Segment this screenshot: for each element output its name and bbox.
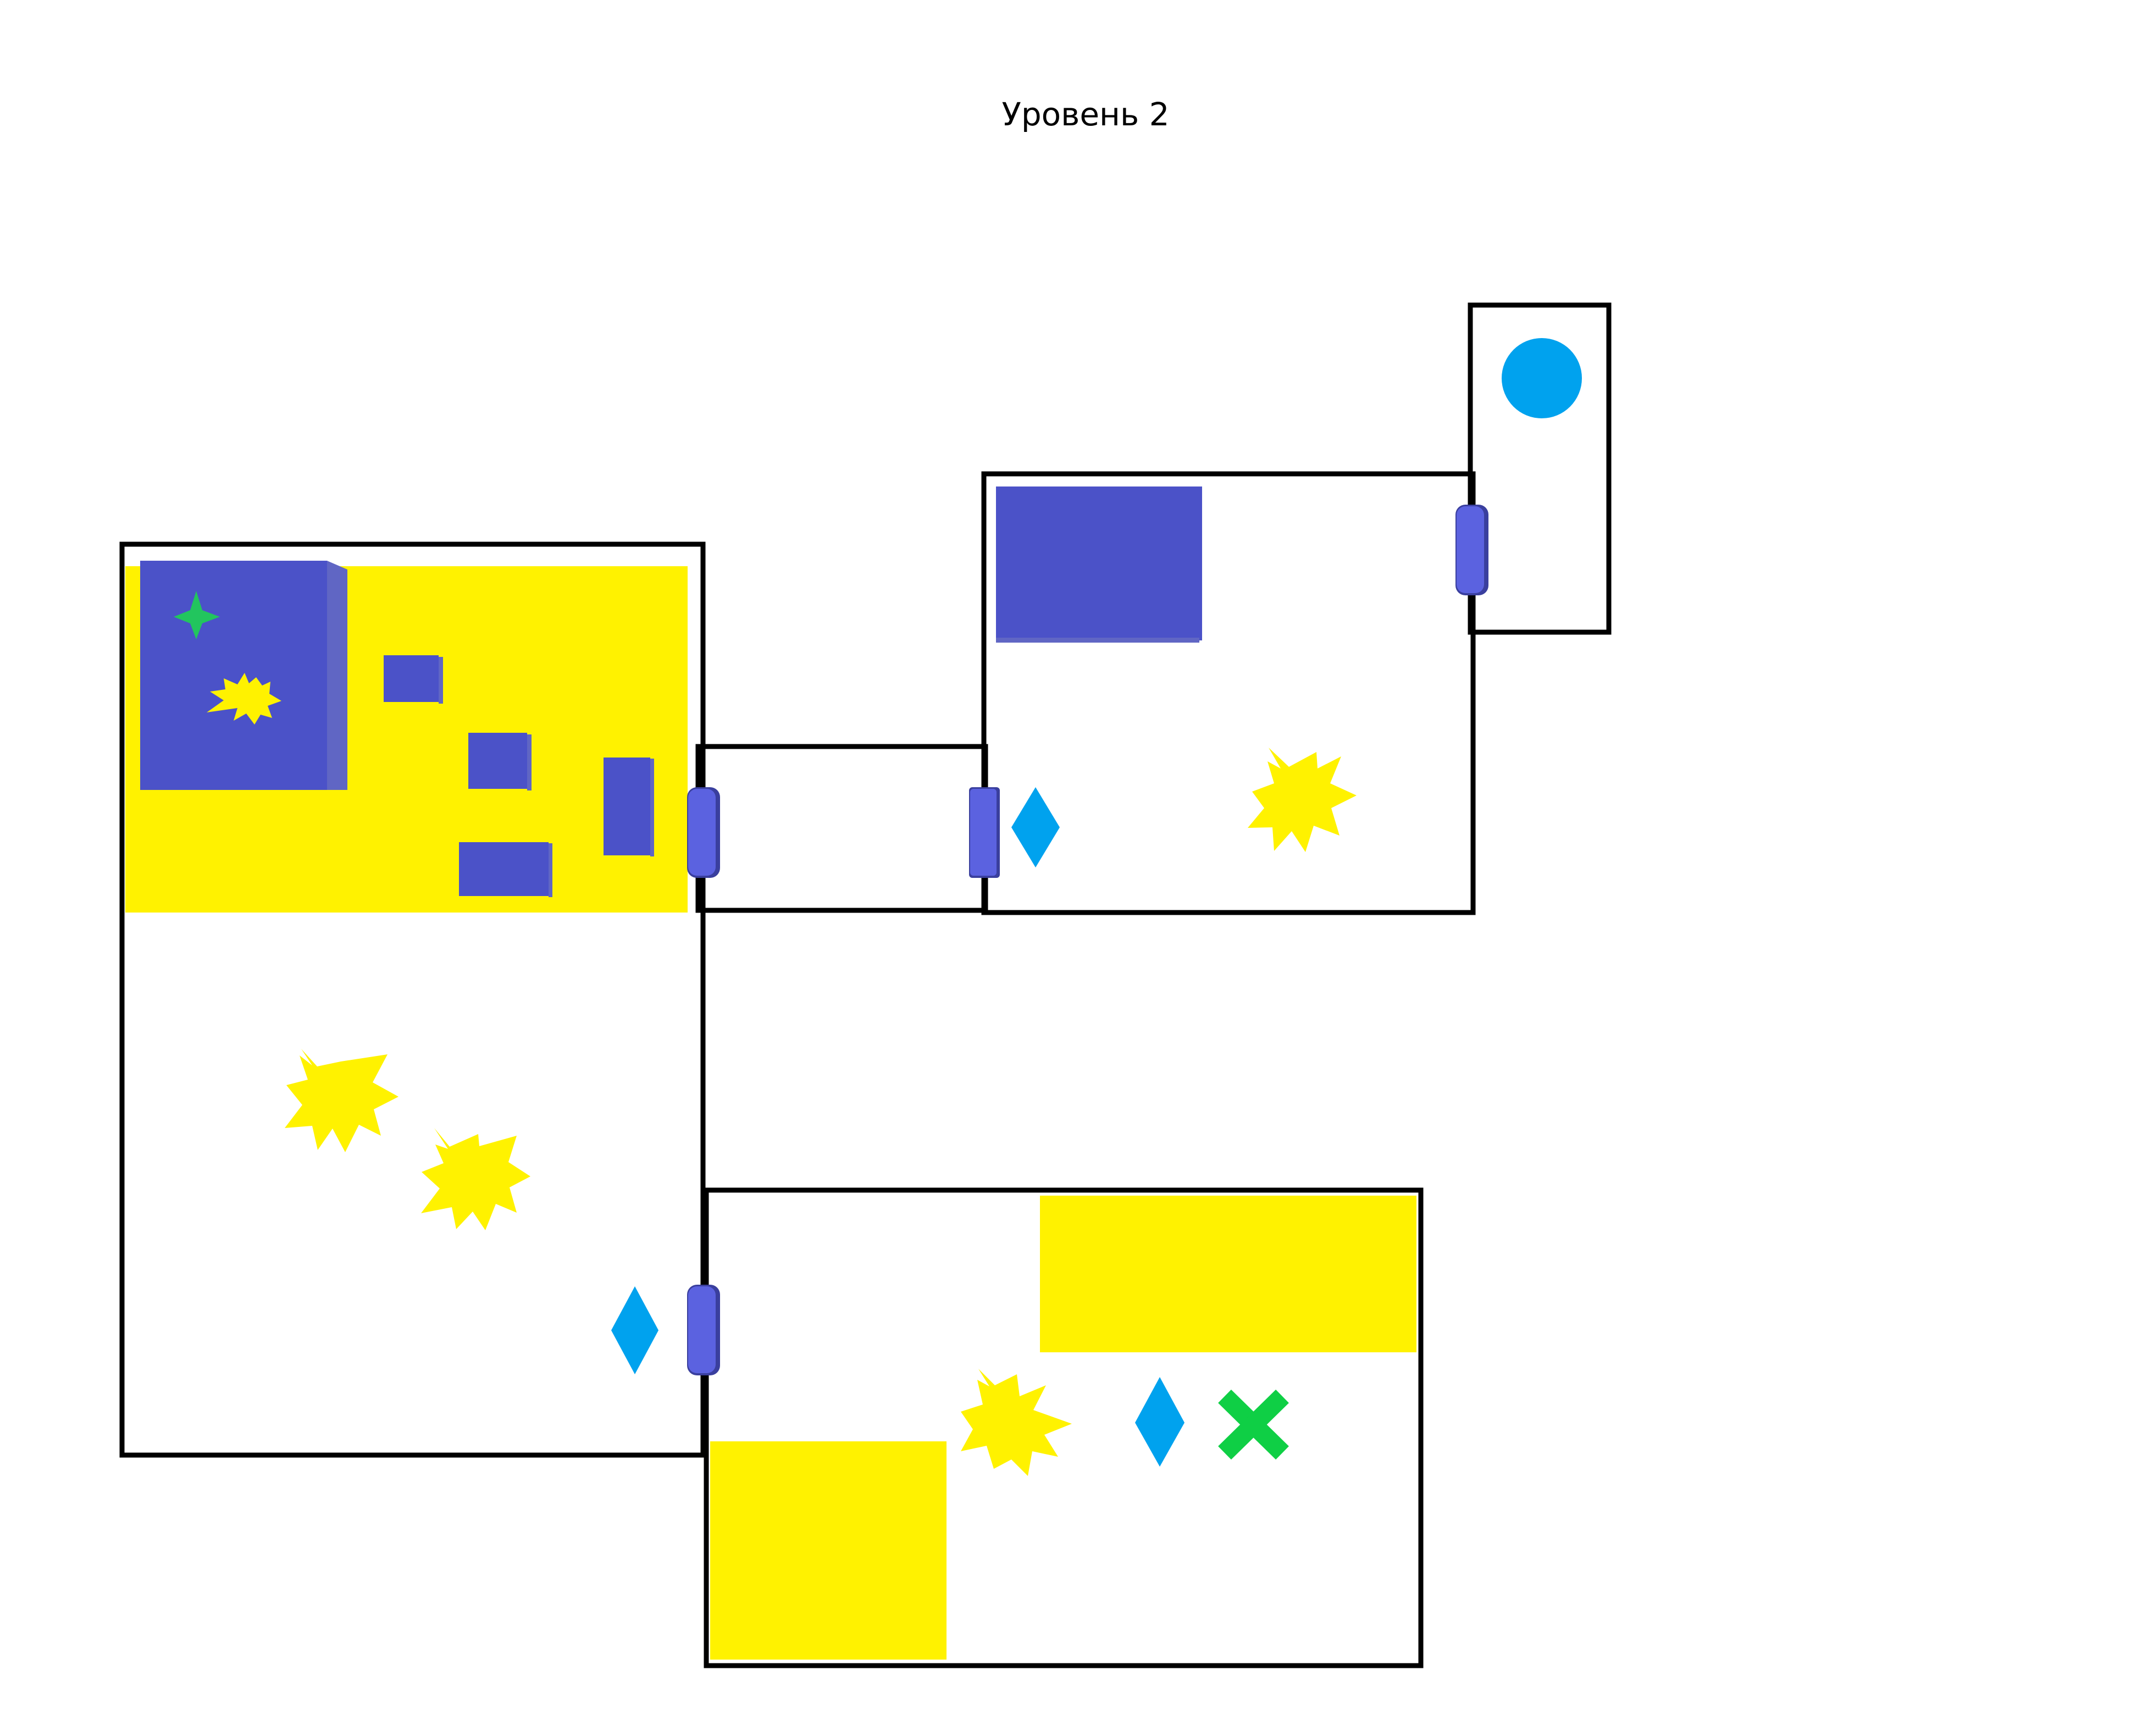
start-star-icon	[174, 591, 220, 639]
enemy-burst-icon	[285, 1049, 398, 1152]
crate-tall	[604, 758, 654, 856]
hazard-zone	[710, 1441, 947, 1660]
room-wall	[981, 471, 1476, 915]
door-icon[interactable]	[969, 787, 1000, 878]
room-main-left	[119, 541, 706, 1458]
enemy-burst-icon	[207, 673, 281, 725]
level-title: Уровень 2	[1002, 96, 1170, 133]
room-wall	[1468, 302, 1612, 635]
goal-x-icon	[1218, 1389, 1289, 1460]
room-wall	[695, 744, 988, 913]
room-wall	[704, 1187, 1424, 1668]
hazard-zone	[1040, 1196, 1416, 1352]
room-upper-middle	[981, 471, 1476, 915]
crate-small	[468, 733, 532, 790]
door-icon[interactable]	[687, 1285, 720, 1375]
door-icon[interactable]	[687, 787, 720, 878]
crate-large	[996, 486, 1202, 643]
room-lower-right	[704, 1187, 1424, 1668]
crate-wide	[459, 842, 552, 897]
enemy-burst-icon	[421, 1128, 530, 1230]
gem-diamond-icon	[611, 1286, 658, 1374]
room-corridor	[695, 744, 988, 913]
enemy-burst-icon	[1248, 748, 1357, 852]
crate-large	[140, 561, 347, 790]
exit-circle-icon	[1502, 338, 1582, 418]
gem-diamond-icon	[1011, 787, 1060, 867]
door-icon[interactable]	[1455, 505, 1488, 595]
gem-diamond-icon	[1135, 1377, 1185, 1467]
crate-small	[384, 655, 443, 704]
room-exit	[1468, 302, 1612, 635]
room-wall	[119, 541, 706, 1458]
enemy-burst-icon	[961, 1369, 1072, 1476]
